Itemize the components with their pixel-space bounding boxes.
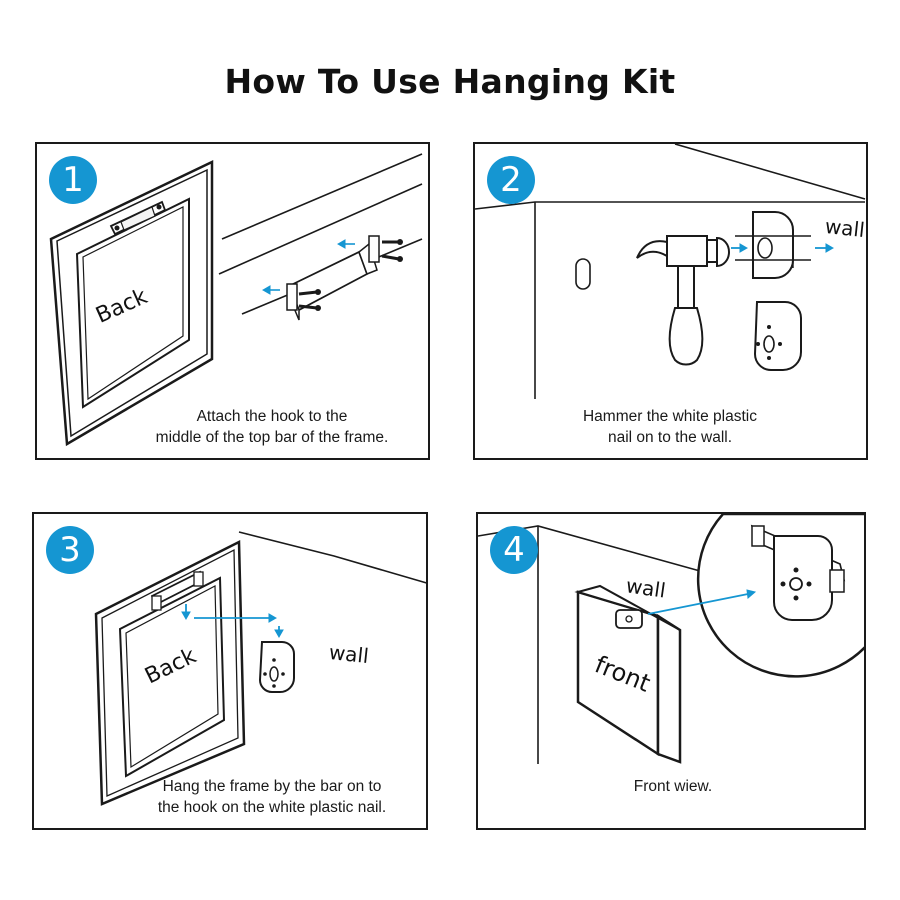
- step-4-illustration: [478, 514, 864, 764]
- wall-label: wall: [823, 213, 866, 243]
- step-2-illustration: [475, 144, 866, 399]
- zoom-detail: [696, 514, 864, 678]
- step-3-illustration: [94, 531, 426, 806]
- step-1-caption: Attach the hook to the middle of the top…: [155, 408, 389, 446]
- arrows: [181, 604, 284, 639]
- step-2-panel: 2 wall Hammer the white plastic nail on …: [473, 142, 868, 460]
- nail-on-wall: [615, 609, 643, 629]
- hook-on-frame: [109, 200, 167, 236]
- hook-detail: [286, 235, 403, 321]
- plastic-nail-front: [258, 641, 295, 693]
- hook-on-frame: [150, 570, 204, 611]
- wall-label: wall: [327, 639, 370, 669]
- step-4-panel: 4 wall front Front wiew.: [476, 512, 866, 830]
- arrows: [731, 243, 835, 253]
- step-number-badge: 2: [487, 156, 535, 204]
- arrows: [261, 239, 355, 295]
- step-3-panel: 3 Back wall Hang the frame by the bar on…: [32, 512, 428, 830]
- step-4-caption: Front wiew.: [633, 778, 713, 795]
- wall-edge: [238, 531, 426, 584]
- arrows: [647, 589, 757, 615]
- frame-front: [574, 584, 682, 764]
- hammer-icon: [636, 235, 730, 366]
- plastic-nail-side: [735, 211, 811, 279]
- nail-on-wall: [575, 258, 591, 290]
- step-2-caption: Hammer the white plastic nail on to the …: [582, 408, 757, 446]
- step-number-badge: 3: [46, 526, 94, 574]
- step-number-badge: 4: [490, 526, 538, 574]
- step-1-illustration: [49, 153, 423, 447]
- page-title: How To Use Hanging Kit: [224, 62, 676, 101]
- step-number-badge: 1: [49, 156, 97, 204]
- plastic-nail-front: [753, 301, 802, 371]
- step-3-caption: Hang the frame by the bar on to the hook…: [157, 778, 387, 816]
- wall-edge: [475, 201, 865, 210]
- step-1-panel: 1 Back Attach the hook to the middle of …: [35, 142, 430, 460]
